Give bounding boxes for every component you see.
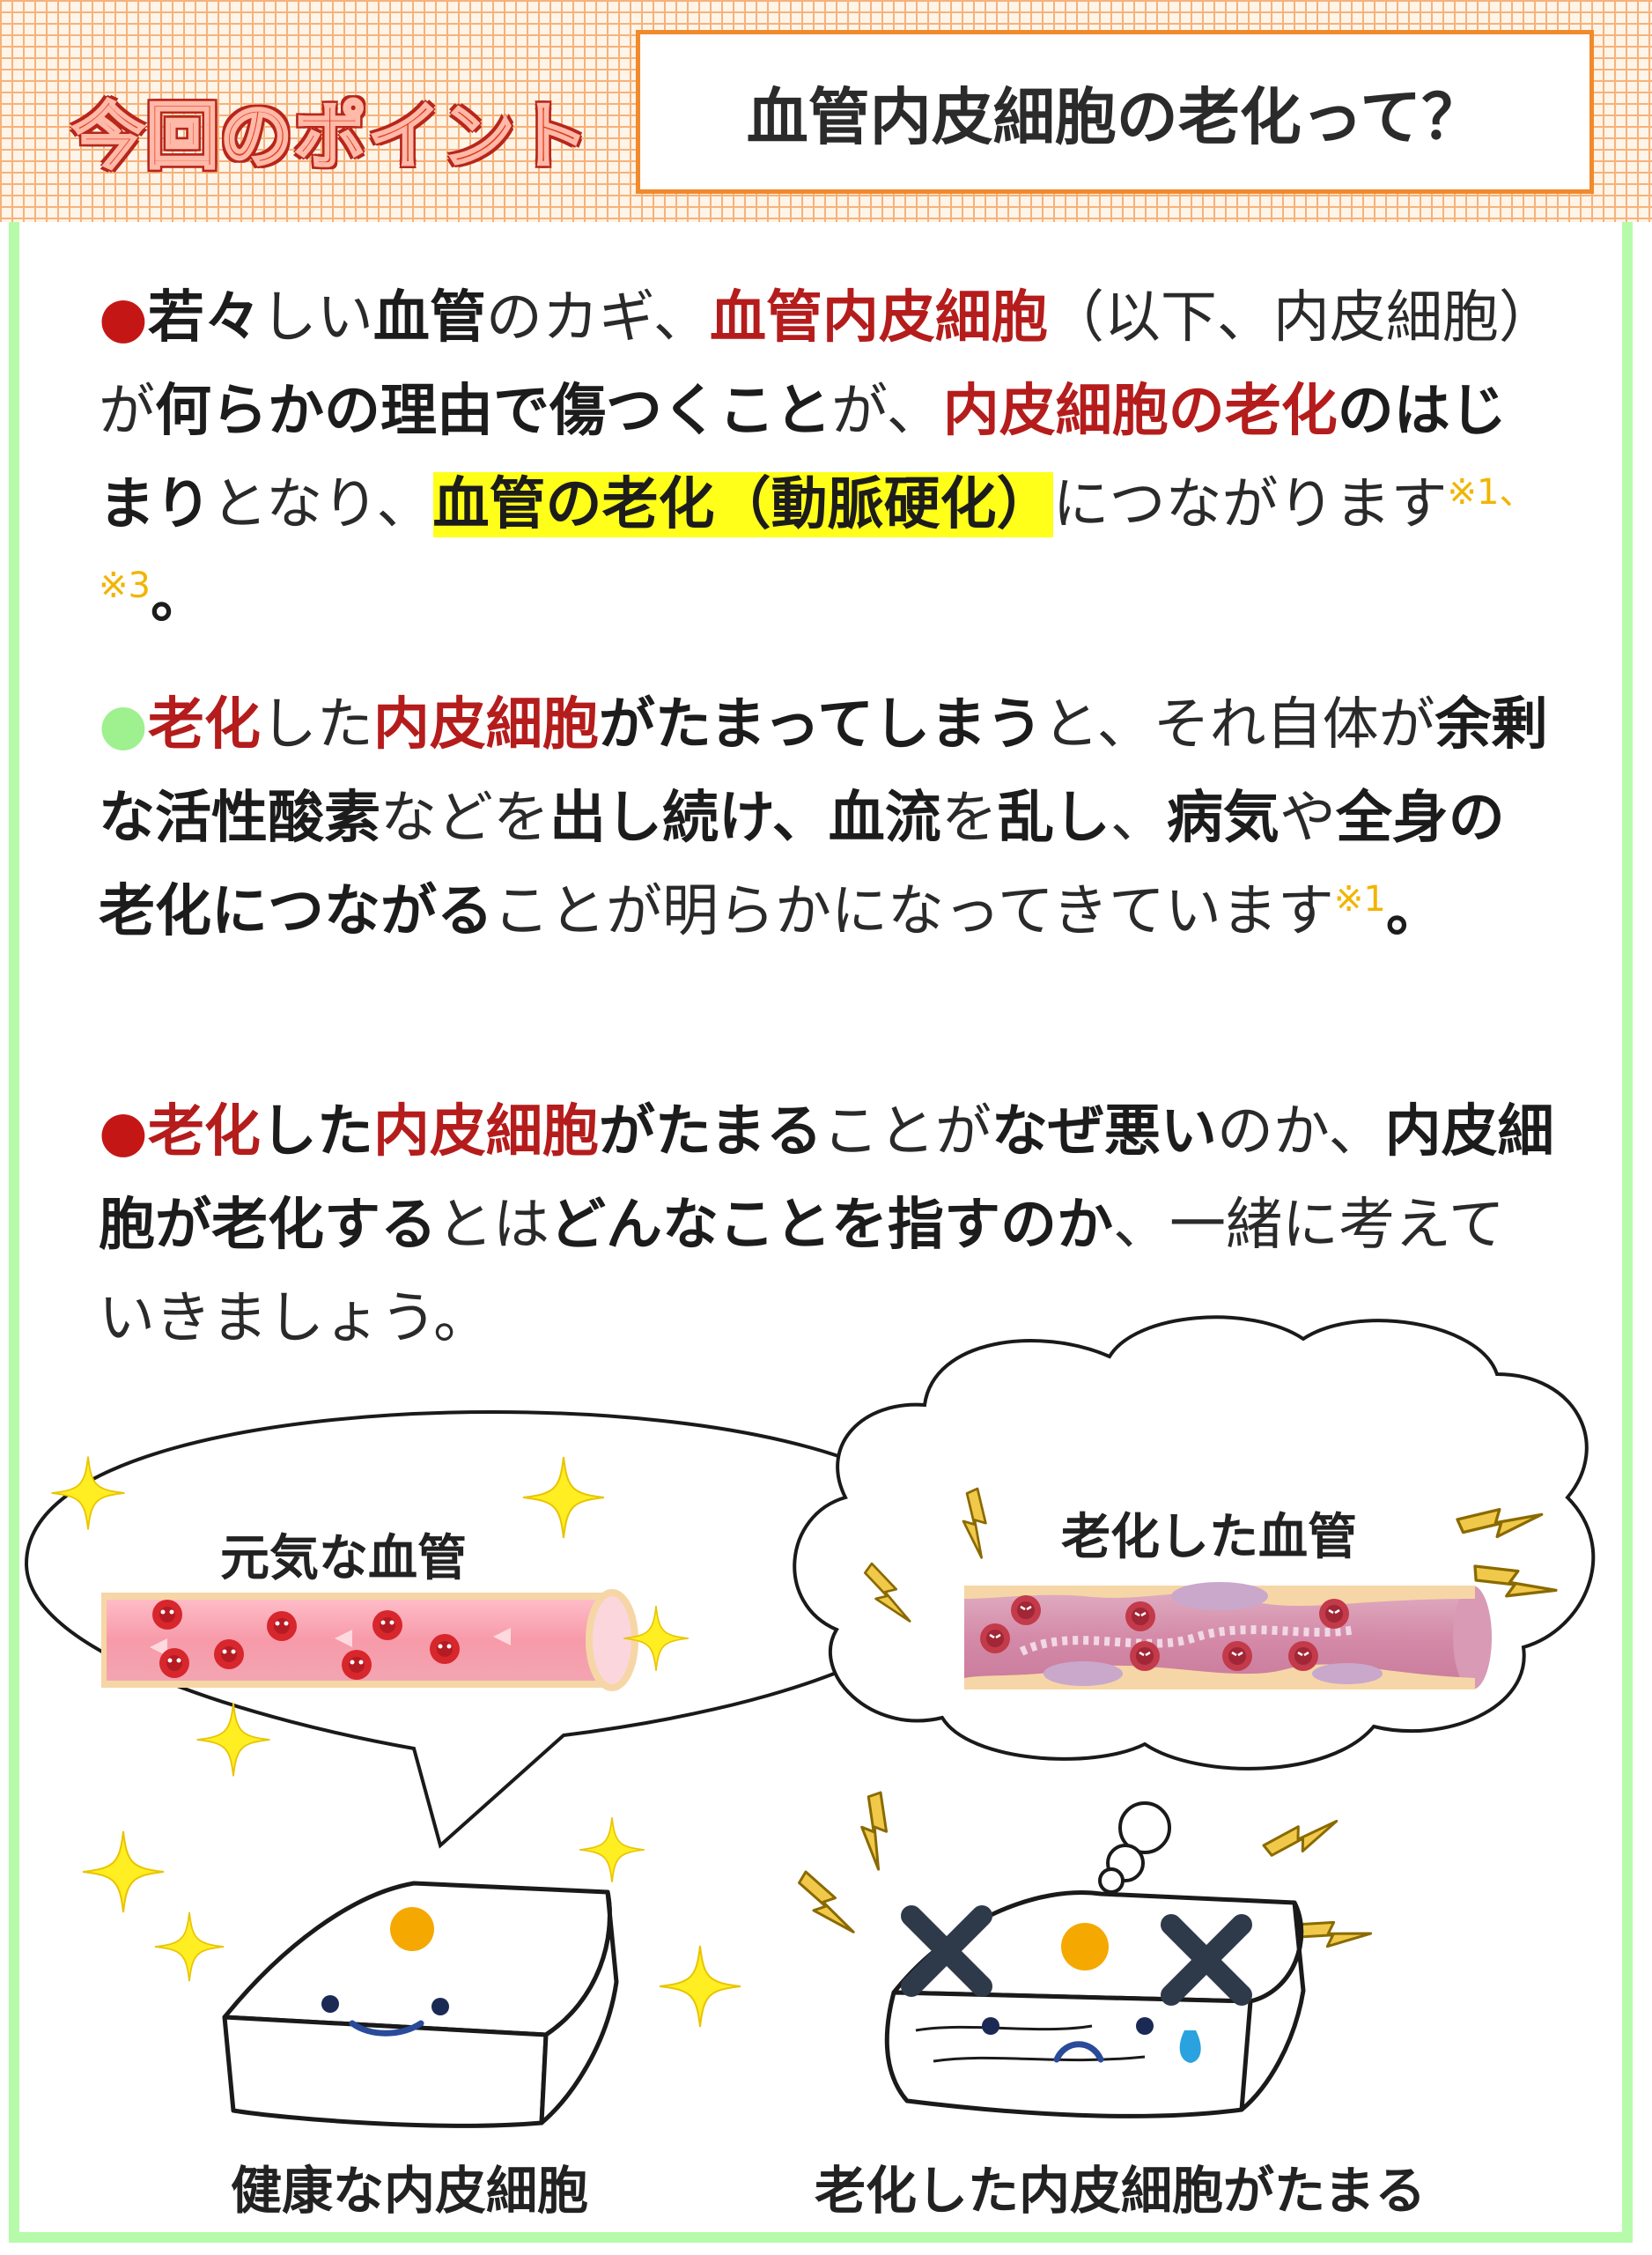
text-segment: （以下、内皮細胞）が: [99, 285, 1555, 444]
reference-mark: ※1: [1333, 879, 1386, 920]
text-segment: 、: [1110, 786, 1167, 851]
healthy-endothelial-cell: [222, 1881, 619, 2128]
text-segment: がたまる: [598, 1099, 822, 1164]
page-title: 血管内皮細胞の老化って？: [746, 80, 1484, 153]
text-segment: 老化: [147, 692, 261, 758]
text-segment: 血管: [372, 285, 486, 351]
text-segment: 老化: [147, 1099, 261, 1164]
text-segment: のか、: [1216, 1099, 1385, 1164]
text-segment: につながります: [1052, 472, 1448, 537]
text-segment: 血管内皮細胞: [709, 285, 1048, 351]
text-segment: 出し続け、血流: [549, 786, 941, 851]
text-segment: ことが: [822, 1099, 992, 1164]
red-bullet-icon: ●: [99, 285, 148, 351]
text-segment: 、一緒に考えていきましょう。: [99, 1193, 1505, 1351]
text-segment: 若々: [147, 285, 261, 351]
text-segment: と、それ自体が: [1043, 692, 1435, 758]
text-segment: などを: [380, 786, 549, 851]
aged-endothelial-cell: [884, 1890, 1306, 2118]
aged-cell-caption: 老化した内皮細胞がたまる: [815, 2161, 1427, 2221]
text-segment: を: [940, 786, 998, 851]
aged-vessel-label: 老化した血管: [1061, 1509, 1357, 1566]
text-segment: となり、: [211, 472, 433, 537]
text-segment: ことが明らかになってきています: [493, 879, 1334, 944]
text-segment: どんなことを指すのか: [549, 1193, 1113, 1258]
text-segment: 何らかの理由で傷つくこと: [155, 379, 831, 444]
text-segment: や: [1279, 786, 1336, 851]
text-segment: した: [260, 692, 373, 758]
text-segment: 乱し: [997, 786, 1110, 851]
healthy-cell-caption: 健康な内皮細胞: [231, 2161, 589, 2221]
healthy-vessel-label: 元気な血管: [220, 1530, 467, 1587]
text-segment: した: [260, 1099, 373, 1164]
paragraph-2: ●老化した内皮細胞がたまってしまうと、それ自体が余剰な活性酸素などを出し続け、血…: [99, 678, 1560, 958]
text-segment: 。: [150, 566, 207, 631]
text-segment: 内皮細胞: [372, 1099, 599, 1164]
text-segment: とは: [437, 1193, 549, 1258]
aged-vessel: [964, 1582, 1492, 1689]
text-segment: 内皮細胞が老化する: [99, 1099, 1554, 1258]
text-segment: 余剰な活性酸素: [99, 692, 1548, 851]
text-segment: なぜ悪い: [991, 1099, 1217, 1164]
highlighted-text: 血管の老化（動脈硬化）: [432, 472, 1053, 537]
text-segment: 全身の老化につながる: [99, 786, 1505, 944]
point-label: 今回のポイント: [71, 94, 591, 181]
title-box: 血管内皮細胞の老化って？: [636, 30, 1594, 194]
green-bullet-icon: ●: [99, 692, 148, 758]
text-segment: がたまってしまう: [598, 692, 1044, 758]
text-segment: のカギ、: [485, 285, 710, 351]
text-segment: 内皮細胞の老化: [942, 379, 1338, 444]
text-segment: 内皮細胞: [372, 692, 599, 758]
text-segment: が、: [831, 379, 943, 444]
paragraph-3: ●老化した内皮細胞がたまることがなぜ悪いのか、内皮細胞が老化するとはどんなことを…: [99, 1085, 1560, 1365]
text-segment: 病気: [1166, 786, 1280, 851]
paragraph-1: ●若々しい血管のカギ、血管内皮細胞（以下、内皮細胞）が何らかの理由で傷つくことが…: [99, 271, 1560, 645]
content-panel: [9, 222, 1633, 2243]
reference-mark: ※1、※3: [99, 472, 1535, 606]
text-segment: しい: [260, 285, 373, 351]
red-bullet-icon: ●: [99, 1099, 148, 1164]
text-segment: のはじまり: [99, 379, 1507, 537]
text-segment: 。: [1385, 879, 1442, 944]
